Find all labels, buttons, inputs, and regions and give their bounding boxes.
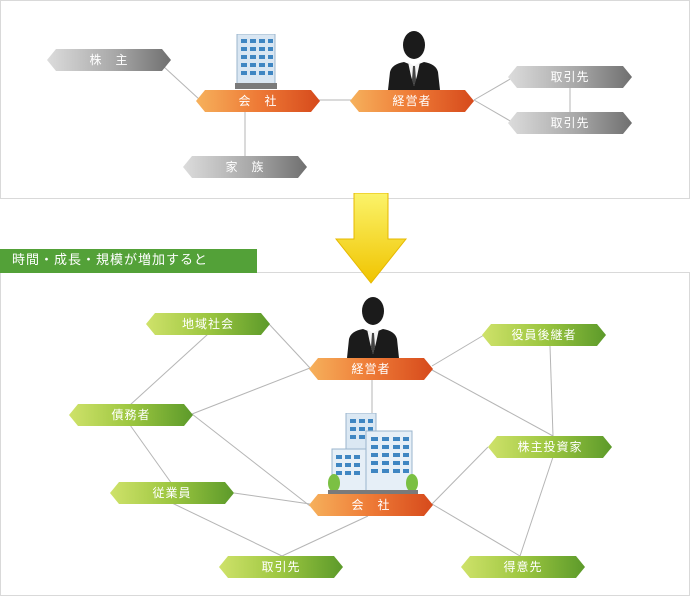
person-icon — [388, 31, 440, 90]
node-family: 家 族 — [183, 156, 307, 178]
growth-banner: 時間・成長・規模が増加すると — [0, 249, 257, 273]
node-local-community: 地域社会 — [146, 313, 270, 335]
building-icon — [328, 413, 418, 495]
node-company: 会 社 — [309, 494, 433, 516]
node-manager: 経営者 — [309, 358, 433, 380]
node-shareholder-investor: 株主投資家 — [488, 436, 612, 458]
node-employee: 従業員 — [110, 482, 234, 504]
node-manager: 経営者 — [350, 90, 474, 112]
node-client-1: 取引先 — [508, 66, 632, 88]
node-shareholders: 株 主 — [47, 49, 171, 71]
node-executive-successor: 役員後継者 — [482, 324, 606, 346]
building-icon — [235, 34, 277, 89]
node-client: 取引先 — [219, 556, 343, 578]
node-client-2: 取引先 — [508, 112, 632, 134]
down-arrow-icon — [334, 193, 408, 284]
node-creditor: 債務者 — [69, 404, 193, 426]
node-customer: 得意先 — [461, 556, 585, 578]
person-icon — [347, 297, 399, 358]
node-company: 会 社 — [196, 90, 320, 112]
